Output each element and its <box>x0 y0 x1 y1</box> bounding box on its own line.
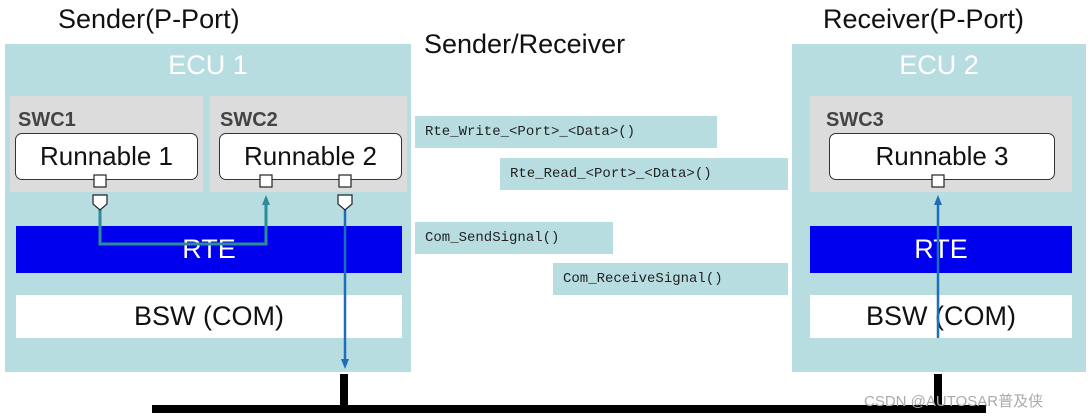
runnable3-port <box>931 174 945 188</box>
intra-ecu-connector <box>98 195 270 246</box>
api-rte-write: Rte_Write_<Port>_<Data>() <box>415 116 717 148</box>
ecu2-bus-stub <box>934 374 942 410</box>
api-com-receive-signal: Com_ReceiveSignal() <box>553 263 788 295</box>
api-com-send-signal: Com_SendSignal() <box>415 222 613 254</box>
swc2-label: SWC2 <box>220 109 278 131</box>
sender-title: Sender(P-Port) <box>58 4 240 34</box>
runnable2-port-in <box>259 174 273 188</box>
runnable-1: Runnable 1 <box>15 133 198 180</box>
api-rte-read: Rte_Read_<Port>_<Data>() <box>500 158 788 190</box>
ecu1-bus-stub <box>340 374 348 410</box>
ecu1-rte: RTE <box>16 226 402 273</box>
ecu1-title: ECU 1 <box>168 50 248 80</box>
swc1-label: SWC1 <box>18 109 76 131</box>
runnable-2: Runnable 2 <box>219 133 402 180</box>
watermark: CSDN @AUTOSAR普及侠 <box>864 393 1044 410</box>
runnable2-port-out <box>338 174 352 188</box>
ecu2-bsw-com: BSW (COM) <box>810 295 1072 338</box>
ecu2-rte: RTE <box>810 226 1072 273</box>
runnable1-provide-port-icon <box>92 194 108 211</box>
receiver-title: Receiver(P-Port) <box>823 4 1025 34</box>
ecu2-title: ECU 2 <box>899 50 979 80</box>
sender-receiver-title: Sender/Receiver <box>424 29 626 59</box>
runnable1-port <box>93 174 107 188</box>
swc3-label: SWC3 <box>826 109 884 131</box>
runnable2-provide-port-icon <box>337 194 353 211</box>
ecu1-bsw-com: BSW (COM) <box>16 295 402 338</box>
runnable-3: Runnable 3 <box>829 133 1055 180</box>
can-bus-line <box>152 405 986 413</box>
